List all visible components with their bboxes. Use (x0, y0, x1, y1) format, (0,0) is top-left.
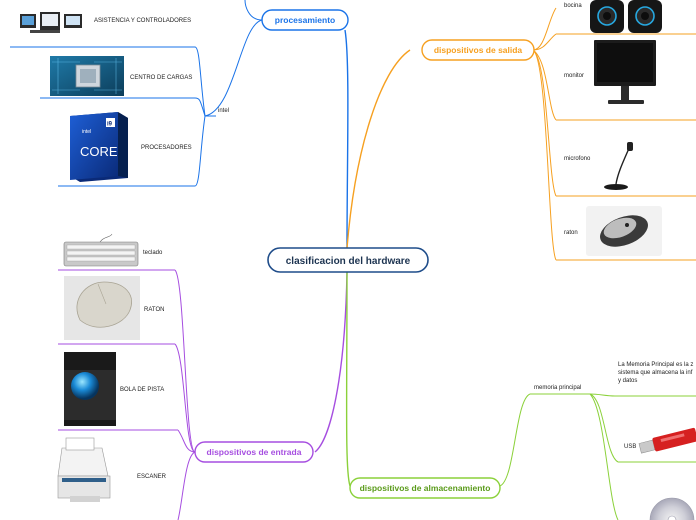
cd-disc-image (649, 497, 695, 520)
node-raton-salida-label: raton (564, 230, 578, 236)
node-bola-pista[interactable]: BOLA DE PISTA (64, 352, 164, 426)
entrada-connectors (58, 269, 196, 520)
branch-salida[interactable]: dispositivos de salida (421, 39, 535, 61)
monitor-image (594, 40, 656, 104)
branch-procesamiento-label: procesamiento (275, 15, 335, 25)
branch-entrada[interactable]: dispositivos de entrada (194, 441, 314, 463)
intel-box-core: CORE (80, 144, 118, 159)
node-memoria-principal[interactable]: memoria principal La Memoria Principal e… (534, 362, 693, 391)
microphone-image (604, 142, 633, 190)
node-centro-cargas[interactable]: CENTRO DE CARGAS (50, 56, 192, 96)
node-usb-label: USB (624, 444, 636, 450)
mouse-image (586, 206, 662, 256)
memoria-note-line-2: sistema que almacena la inf (618, 370, 693, 376)
memoria-note-line-3: y datos (618, 378, 637, 384)
node-teclado[interactable]: teclado (63, 233, 163, 267)
node-centro-cargas-label: CENTRO DE CARGAS (130, 75, 192, 81)
node-teclado-label: teclado (143, 250, 163, 256)
node-escaner-label: ESCANER (137, 474, 167, 480)
node-memoria-principal-label: memoria principal (534, 385, 581, 391)
subtopic-intel-label: intel (218, 108, 229, 114)
almacenamiento-connectors (499, 393, 696, 520)
usb-drive-image (638, 427, 696, 454)
branch-procesamiento[interactable]: procesamiento (261, 9, 349, 31)
central-topic[interactable]: clasificacion del hardware (267, 247, 429, 273)
node-asistencia[interactable]: ASISTENCIA Y CONTROLADORES (18, 8, 191, 40)
keyboard-image (63, 233, 139, 267)
chip-image (50, 56, 124, 96)
scanner-image (57, 437, 111, 502)
node-bocina[interactable]: bocina (564, 0, 662, 33)
procesamiento-connectors (10, 0, 263, 187)
intel-box-brand: intel (82, 129, 91, 135)
node-raton-entrada[interactable]: RATON (64, 276, 164, 340)
node-bola-pista-label: BOLA DE PISTA (120, 387, 164, 393)
node-usb[interactable]: USB (624, 427, 696, 456)
center-connectors (314, 29, 411, 487)
node-monitor[interactable]: monitor (564, 40, 656, 104)
branch-entrada-label: dispositivos de entrada (207, 447, 302, 457)
branch-almacenamiento[interactable]: dispositivos de almacenamiento (349, 477, 501, 499)
intel-box-tier: i9 (107, 122, 113, 128)
node-asistencia-label: ASISTENCIA Y CONTROLADORES (94, 18, 191, 24)
trackball-image (64, 352, 116, 426)
monitor-devices-image (18, 8, 88, 40)
branch-salida-label: dispositivos de salida (434, 45, 523, 55)
memoria-note-line-1: La Memoria Principal es la z (618, 362, 693, 368)
node-cd[interactable] (649, 497, 695, 520)
central-topic-label: clasificacion del hardware (286, 256, 411, 267)
node-raton-salida[interactable]: raton (564, 206, 662, 256)
speakers-image (590, 0, 662, 33)
node-raton-entrada-label: RATON (144, 307, 164, 313)
node-bocina-label: bocina (564, 3, 582, 9)
mouse-image (64, 276, 140, 340)
salida-connectors (532, 7, 696, 261)
branch-almacenamiento-label: dispositivos de almacenamiento (360, 483, 491, 493)
node-microfono-label: microfono (564, 156, 591, 162)
node-procesadores[interactable]: intel CORE i9 PROCESADORES (70, 112, 192, 182)
intel-core-box-image: intel CORE i9 (70, 112, 128, 182)
node-microfono[interactable]: microfono (564, 142, 633, 190)
node-procesadores-label: PROCESADORES (141, 145, 192, 151)
node-escaner[interactable]: ESCANER (57, 437, 167, 502)
node-monitor-label: monitor (564, 73, 584, 79)
